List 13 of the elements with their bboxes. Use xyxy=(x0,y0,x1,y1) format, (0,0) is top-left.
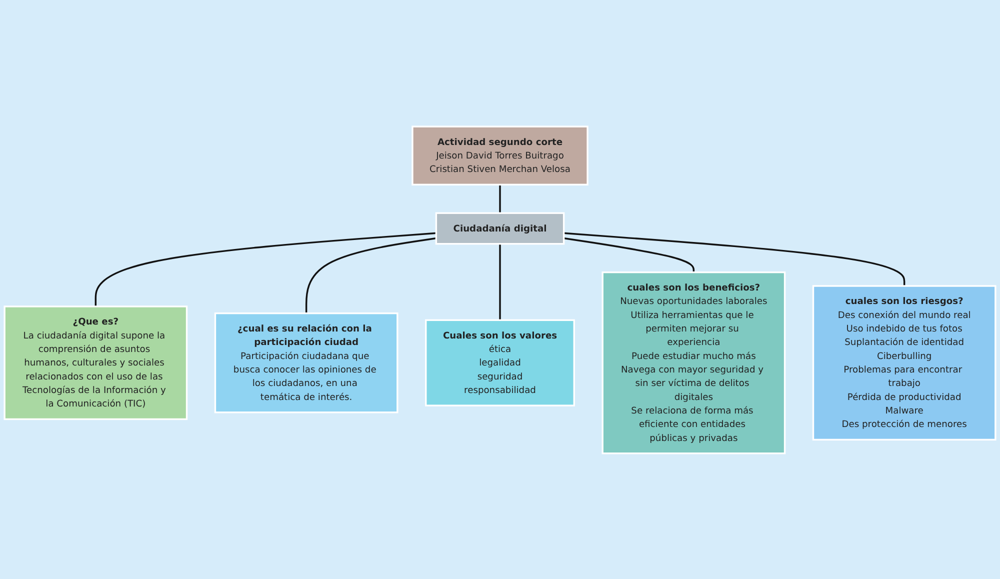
node-box: ¿cual es su relación con la participación ciudad Participación ciudadana que busca conocer las opiniones de los ciudadanos, en una temática de interés. xyxy=(214,312,398,413)
connector xyxy=(564,232,906,286)
node-box: Ciudadanía digital xyxy=(435,212,565,244)
node-box: ¿Que es? La ciudadanía digital supone la comprensión de asuntos humanos, culturales y sociales relacionados con el uso de las Tecnologías de la Información y la Comunicación (TIC) xyxy=(4,305,188,420)
connector xyxy=(499,184,501,213)
connector xyxy=(94,232,436,306)
connector xyxy=(305,236,436,313)
node-box: Actividad segundo corte Jeison David Torres Buitrago Cristian Stiven Merchan Velosa xyxy=(412,125,588,186)
connector xyxy=(499,243,501,320)
node-box: cuales son los beneficios? Nuevas oportunidades laborales Utiliza herramientas que le permiten mejorar su experiencia Puede estudiar mucho más Navega con mayor seguridad y sin ser víctima de delitos digitales Se relaciona de forma más eficiente con entidades públicas y privadas xyxy=(602,271,786,454)
node-box: Cuales son los valores ética legalidad seguridad responsabilidad xyxy=(425,318,575,406)
node-box: cuales son los riesgos? Des conexión del mundo real Uso indebido de tus fotos Suplantación de identidad Ciberbulling Problemas para encontrar trabajo Pérdida de productividad Malware Des protección de menores xyxy=(812,284,996,440)
connector xyxy=(564,236,695,272)
